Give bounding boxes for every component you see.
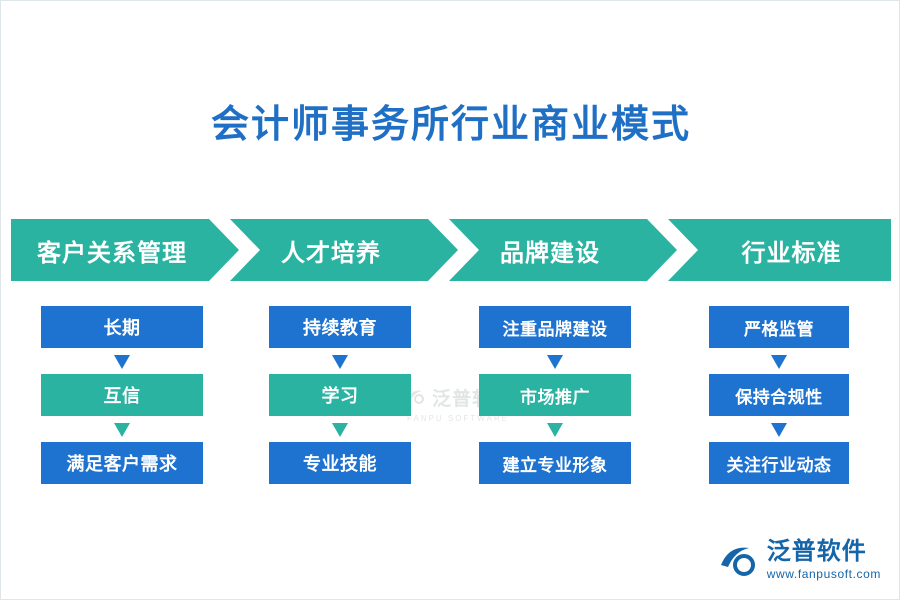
brand-name: 泛普软件 [766,538,867,566]
stage-3-item-1[interactable]: 保持合规性 [709,374,849,416]
down-arrow-icon [547,355,563,369]
stage-1-arrow-1 [269,416,411,442]
stage-2-arrow-0 [479,348,631,374]
stage-2-item-0-label: 注重品牌建设 [502,319,608,339]
stage-1-item-2[interactable]: 专业技能 [269,442,411,484]
stage-1-item-0-label: 持续教育 [303,318,377,338]
stage-1-item-1[interactable]: 学习 [269,374,411,416]
stage-1-arrow-0 [269,348,411,374]
stage-2-item-2-label: 建立专业形象 [502,455,608,475]
stage-chevron-band: 客户关系管理 人才培养 品牌建设 行业标准 [11,219,891,281]
stage-0-item-0[interactable]: 长期 [41,306,203,348]
stage-column-2: 注重品牌建设 市场推广 建立专业形象 [479,306,631,484]
stage-0-item-1-label: 互信 [103,386,141,406]
brand-logo: 泛普软件 www.fanpusoft.com [717,539,881,581]
stage-2-item-2[interactable]: 建立专业形象 [479,442,631,484]
stage-0-arrow-1 [41,416,203,442]
stage-0-item-0-label: 长期 [103,318,141,338]
stage-chevron-label-2: 品牌建设 [500,239,600,267]
brand-logo-icon [717,539,759,581]
stage-2-item-0[interactable]: 注重品牌建设 [479,306,631,348]
stage-chevron-0[interactable]: 客户关系管理 [11,219,239,281]
down-arrow-icon [771,355,787,369]
stage-chevron-2[interactable]: 品牌建设 [449,219,677,281]
stage-0-item-2[interactable]: 满足客户需求 [41,442,203,484]
stage-3-item-0[interactable]: 严格监管 [709,306,849,348]
stage-3-item-1-label: 保持合规性 [735,387,823,407]
stage-column-1: 持续教育 学习 专业技能 [269,306,411,484]
down-arrow-icon [114,423,130,437]
page-title: 会计师事务所行业商业模式 [210,104,691,146]
stage-3-item-2[interactable]: 关注行业动态 [709,442,849,484]
stage-0-item-2-label: 满足客户需求 [66,454,178,474]
stage-3-arrow-1 [709,416,849,442]
stage-2-arrow-1 [479,416,631,442]
stage-chevron-1[interactable]: 人才培养 [230,219,458,281]
stage-3-item-2-label: 关注行业动态 [726,455,832,475]
stage-1-item-0[interactable]: 持续教育 [269,306,411,348]
down-arrow-icon [332,355,348,369]
stage-column-3: 严格监管 保持合规性 关注行业动态 [709,306,849,484]
down-arrow-icon [332,423,348,437]
brand-url: www.fanpusoft.com [766,566,881,581]
down-arrow-icon [114,355,130,369]
stage-0-item-1[interactable]: 互信 [41,374,203,416]
down-arrow-icon [771,423,787,437]
stage-2-item-1[interactable]: 市场推广 [479,374,631,416]
stage-chevron-label-3: 行业标准 [741,239,842,267]
down-arrow-icon [547,423,563,437]
stage-1-item-1-label: 学习 [321,386,359,406]
stage-column-0: 长期 互信 满足客户需求 [41,306,203,484]
stage-chevron-label-1: 人才培养 [281,239,381,267]
stage-0-arrow-0 [41,348,203,374]
stage-chevron-3[interactable]: 行业标准 [668,219,891,281]
stage-1-item-2-label: 专业技能 [303,454,377,474]
stage-2-item-1-label: 市场推广 [520,387,590,407]
stage-3-item-0-label: 严格监管 [744,319,814,339]
stage-chevron-label-0: 客户关系管理 [37,239,187,267]
stage-3-arrow-0 [709,348,849,374]
